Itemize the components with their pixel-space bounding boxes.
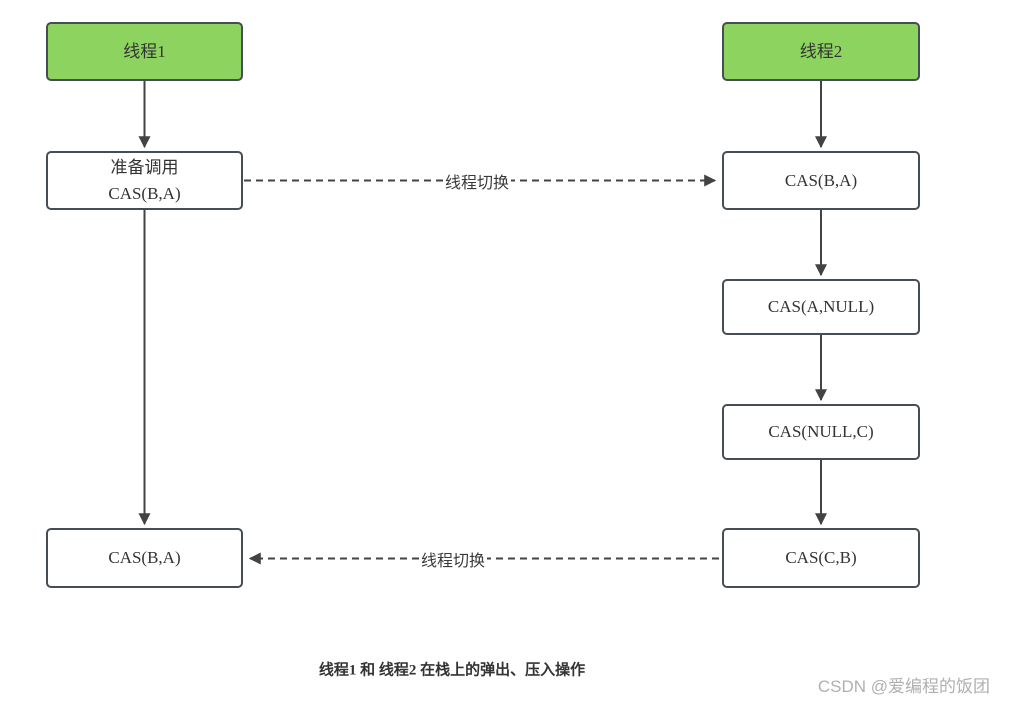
- node-t2-cas-ba: CAS(B,A): [722, 151, 920, 210]
- node-t1-prepare-cas-label: 准备调用 CAS(B,A): [108, 157, 181, 203]
- diagram-caption: 线程1 和 线程2 在栈上的弹出、压入操作: [318, 662, 586, 679]
- node-thread2-label: 线程2: [799, 41, 843, 61]
- node-t1-prepare-cas: 准备调用 CAS(B,A): [46, 151, 243, 210]
- switch-label-bottom: 线程切换: [418, 547, 488, 571]
- node-t2-cas-null-c-label: CAS(NULL,C): [768, 422, 874, 441]
- node-t1-cas-ba: CAS(B,A): [46, 528, 243, 588]
- csdn-watermark: CSDN @爱编程的饭团: [817, 677, 990, 696]
- node-t2-cas-a-null-label: CAS(A,NULL): [767, 297, 875, 316]
- node-t2-cas-cb-label: CAS(C,B): [785, 548, 857, 567]
- node-thread2: 线程2: [722, 22, 920, 81]
- switch-label-top: 线程切换: [442, 169, 512, 193]
- node-thread1: 线程1: [46, 22, 243, 81]
- node-t2-cas-cb: CAS(C,B): [722, 528, 920, 588]
- node-t2-cas-null-c: CAS(NULL,C): [722, 404, 920, 460]
- node-t2-cas-a-null: CAS(A,NULL): [722, 279, 920, 335]
- node-t2-cas-ba-label: CAS(B,A): [784, 170, 858, 190]
- node-thread1-label: 线程1: [123, 41, 166, 61]
- node-t1-cas-ba-label: CAS(B,A): [108, 548, 181, 567]
